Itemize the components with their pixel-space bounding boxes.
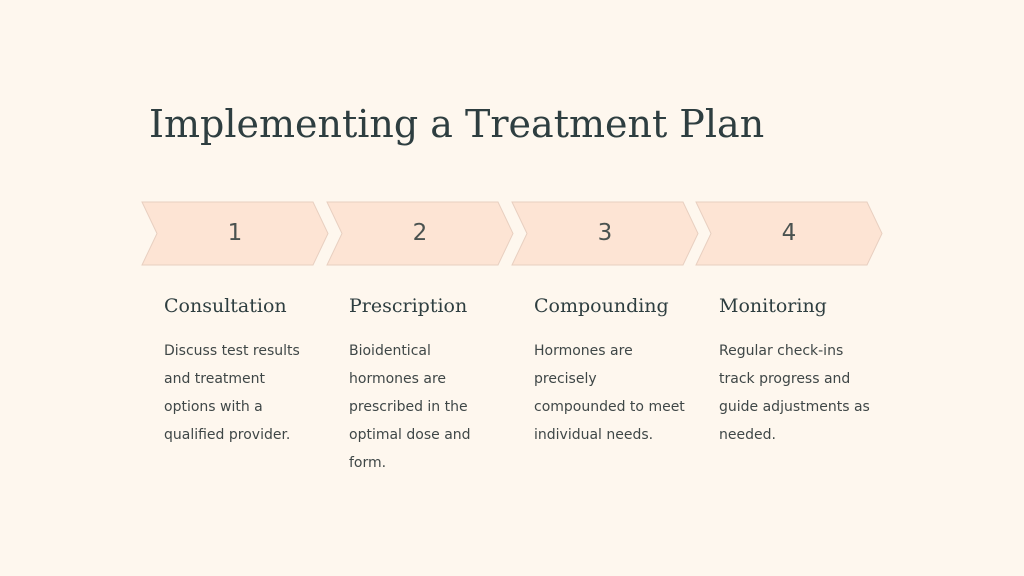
step-2-description: Bioidentical hormones are prescribed in … (349, 343, 471, 471)
step-2-number: 2 (412, 220, 428, 246)
step-2-chevron: 2 (326, 201, 514, 266)
step-1-chevron: 1 (141, 201, 329, 266)
chevron-arrow-shape (511, 201, 699, 266)
step-4-chevron: 4 (695, 201, 883, 266)
chevron-arrow-shape (326, 201, 514, 266)
step-4-number: 4 (781, 220, 797, 246)
chevron-arrow-shape (695, 201, 883, 266)
step-3-chevron: 3 (511, 201, 699, 266)
step-1-number: 1 (227, 220, 243, 246)
step-3-title: Compounding (534, 295, 669, 317)
chevron-arrow-shape (141, 201, 329, 266)
step-3-description: Hormones are precisely compounded to mee… (534, 343, 685, 443)
step-1-title: Consultation (164, 295, 287, 317)
step-3-number: 3 (597, 220, 613, 246)
step-4-description: Regular check-ins track progress and gui… (719, 343, 870, 443)
page-title: Implementing a Treatment Plan (149, 102, 765, 146)
step-2-title: Prescription (349, 295, 468, 317)
step-4-title: Monitoring (719, 295, 827, 317)
step-1-description: Discuss test results and treatment optio… (164, 343, 300, 443)
